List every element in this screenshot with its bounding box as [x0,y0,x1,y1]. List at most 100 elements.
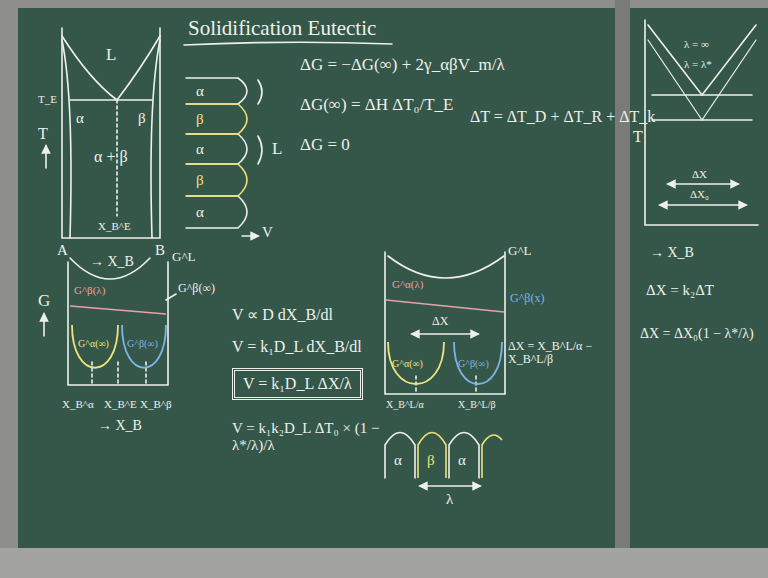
beta-lamella [186,164,247,196]
chalk-label: G^α(λ) [392,278,424,290]
chalk-label: α [196,204,204,221]
chalk-drawing [652,95,752,120]
chalk-label: X_B^E [98,220,131,232]
chalk-label: λ = λ* [684,58,712,70]
chalk-drawing [648,25,756,95]
chalk-drawing [62,40,71,238]
chalk-label: G^β(x) [510,292,544,305]
tangent-line [386,300,504,312]
chalk-label: V = k₁D_L dX_B/dl [232,338,362,356]
chalk-label: α [196,141,204,158]
chalk-label: V [262,224,273,241]
board-frame [18,8,615,548]
beta-lamella [186,104,502,478]
chalk-label: β [196,111,204,128]
chalk-label: L [272,140,282,159]
board-frame [0,548,768,578]
chalk-drawing [385,433,415,479]
chalk-drawing [68,262,168,385]
chalk-label: ΔT = ΔT_D + ΔT_R + ΔT_k [470,108,655,126]
alpha-curve [388,342,444,384]
chalk-drawing [44,20,758,486]
chalk-label: α [394,452,402,469]
equation-text: V = k₁D_L ΔX/λ [243,375,352,393]
chalk-drawing [184,42,392,45]
chalk-label: X_B^L/α [386,399,424,410]
chalk-label: G^β(∞) [178,282,215,295]
board-title: Solidification Eutectic [188,16,376,41]
chalk-drawing [242,235,258,237]
chalk-label: X_B^α [62,398,94,410]
chalk-label: G^L [172,250,195,264]
chalk-label: G^β(∞) [458,358,489,369]
board-frame [615,0,630,548]
chalk-drawing [45,146,47,168]
chalk-label: ΔG = 0 [300,136,350,155]
chalk-label: → X_B [98,418,142,433]
board-frame [630,8,768,548]
chalk-label: ΔX = X_B^L/α − X_B^L/β [508,340,612,366]
chalk-label: G [38,292,50,311]
chalk-drawing [648,40,756,120]
chalk-label: α [196,83,204,100]
chalk-label: T [38,125,48,143]
boxed-equation: V = k₁D_L ΔX/λ [232,368,363,400]
chalk-label: G^L [508,244,531,258]
chalk-drawing [70,99,152,101]
alpha-curve [72,325,118,368]
chalk-drawing [412,333,478,335]
chalk-label: G^α(∞) [78,338,109,349]
chalk-label: α [76,110,84,127]
chalk-label: G^β(λ) [74,284,105,296]
chalk-drawing [62,28,160,238]
beta-lamella [186,104,247,134]
chalk-label: T [633,128,643,146]
chalk-label: L [106,46,116,65]
chalk-drawing [385,252,505,394]
chalk-drawing [416,376,476,394]
chalk-label: β [427,452,435,469]
chalk-drawing [258,136,262,164]
beta-curve [122,325,166,368]
chalk-label: X_B^L/β [458,399,496,410]
chalk-label: V = k₁k₂D_L ΔT₀ × (1 − λ*/λ)/λ [232,420,382,453]
chalk-drawing [660,204,746,206]
chalk-label: λ [446,491,453,508]
chalk-drawing [62,36,160,100]
chalk-label: G^β(∞) [127,338,158,349]
chalk-drawing [43,314,45,336]
chalk-label: ΔX₀ [690,188,709,200]
chalk-label: α [458,452,466,469]
chalk-drawing [449,433,479,479]
chalk-label: G^α(∞) [392,358,423,369]
beta-lamella [482,435,502,478]
chalk-label: B [155,242,165,259]
chalk-label: β [196,172,204,189]
chalk-label: X_B^E [104,398,137,410]
chalk-drawing [186,134,247,164]
chalk-drawing [388,256,504,278]
chalk-label: β [138,110,146,127]
chalk-label: X_B^β [140,398,172,410]
chalk-label: α + β [94,148,128,166]
beta-lamella [418,433,446,479]
chalk-label: T_E [38,93,57,105]
chalk-label: ΔX [432,315,448,328]
chalk-drawing [186,78,247,104]
chalk-label: ΔX = ΔX₀(1 − λ*/λ) [640,326,758,341]
tangent-line [70,306,166,314]
chalk-label: A [57,242,68,259]
beta-curve [454,342,502,384]
chalk-drawing [420,485,480,487]
chalk-drawing [151,40,160,238]
chalk-drawing [645,20,758,225]
chalk-label: → X_B [90,254,134,269]
chalk-label: → X_B [650,245,694,260]
chalk-label: ΔG = −ΔG(∞) + 2γ_αβV_m/λ [300,56,505,75]
chalk-drawing [258,80,262,104]
chalk-drawing [186,196,247,228]
chalk-drawing [166,294,176,300]
chalk-drawing [668,183,738,185]
